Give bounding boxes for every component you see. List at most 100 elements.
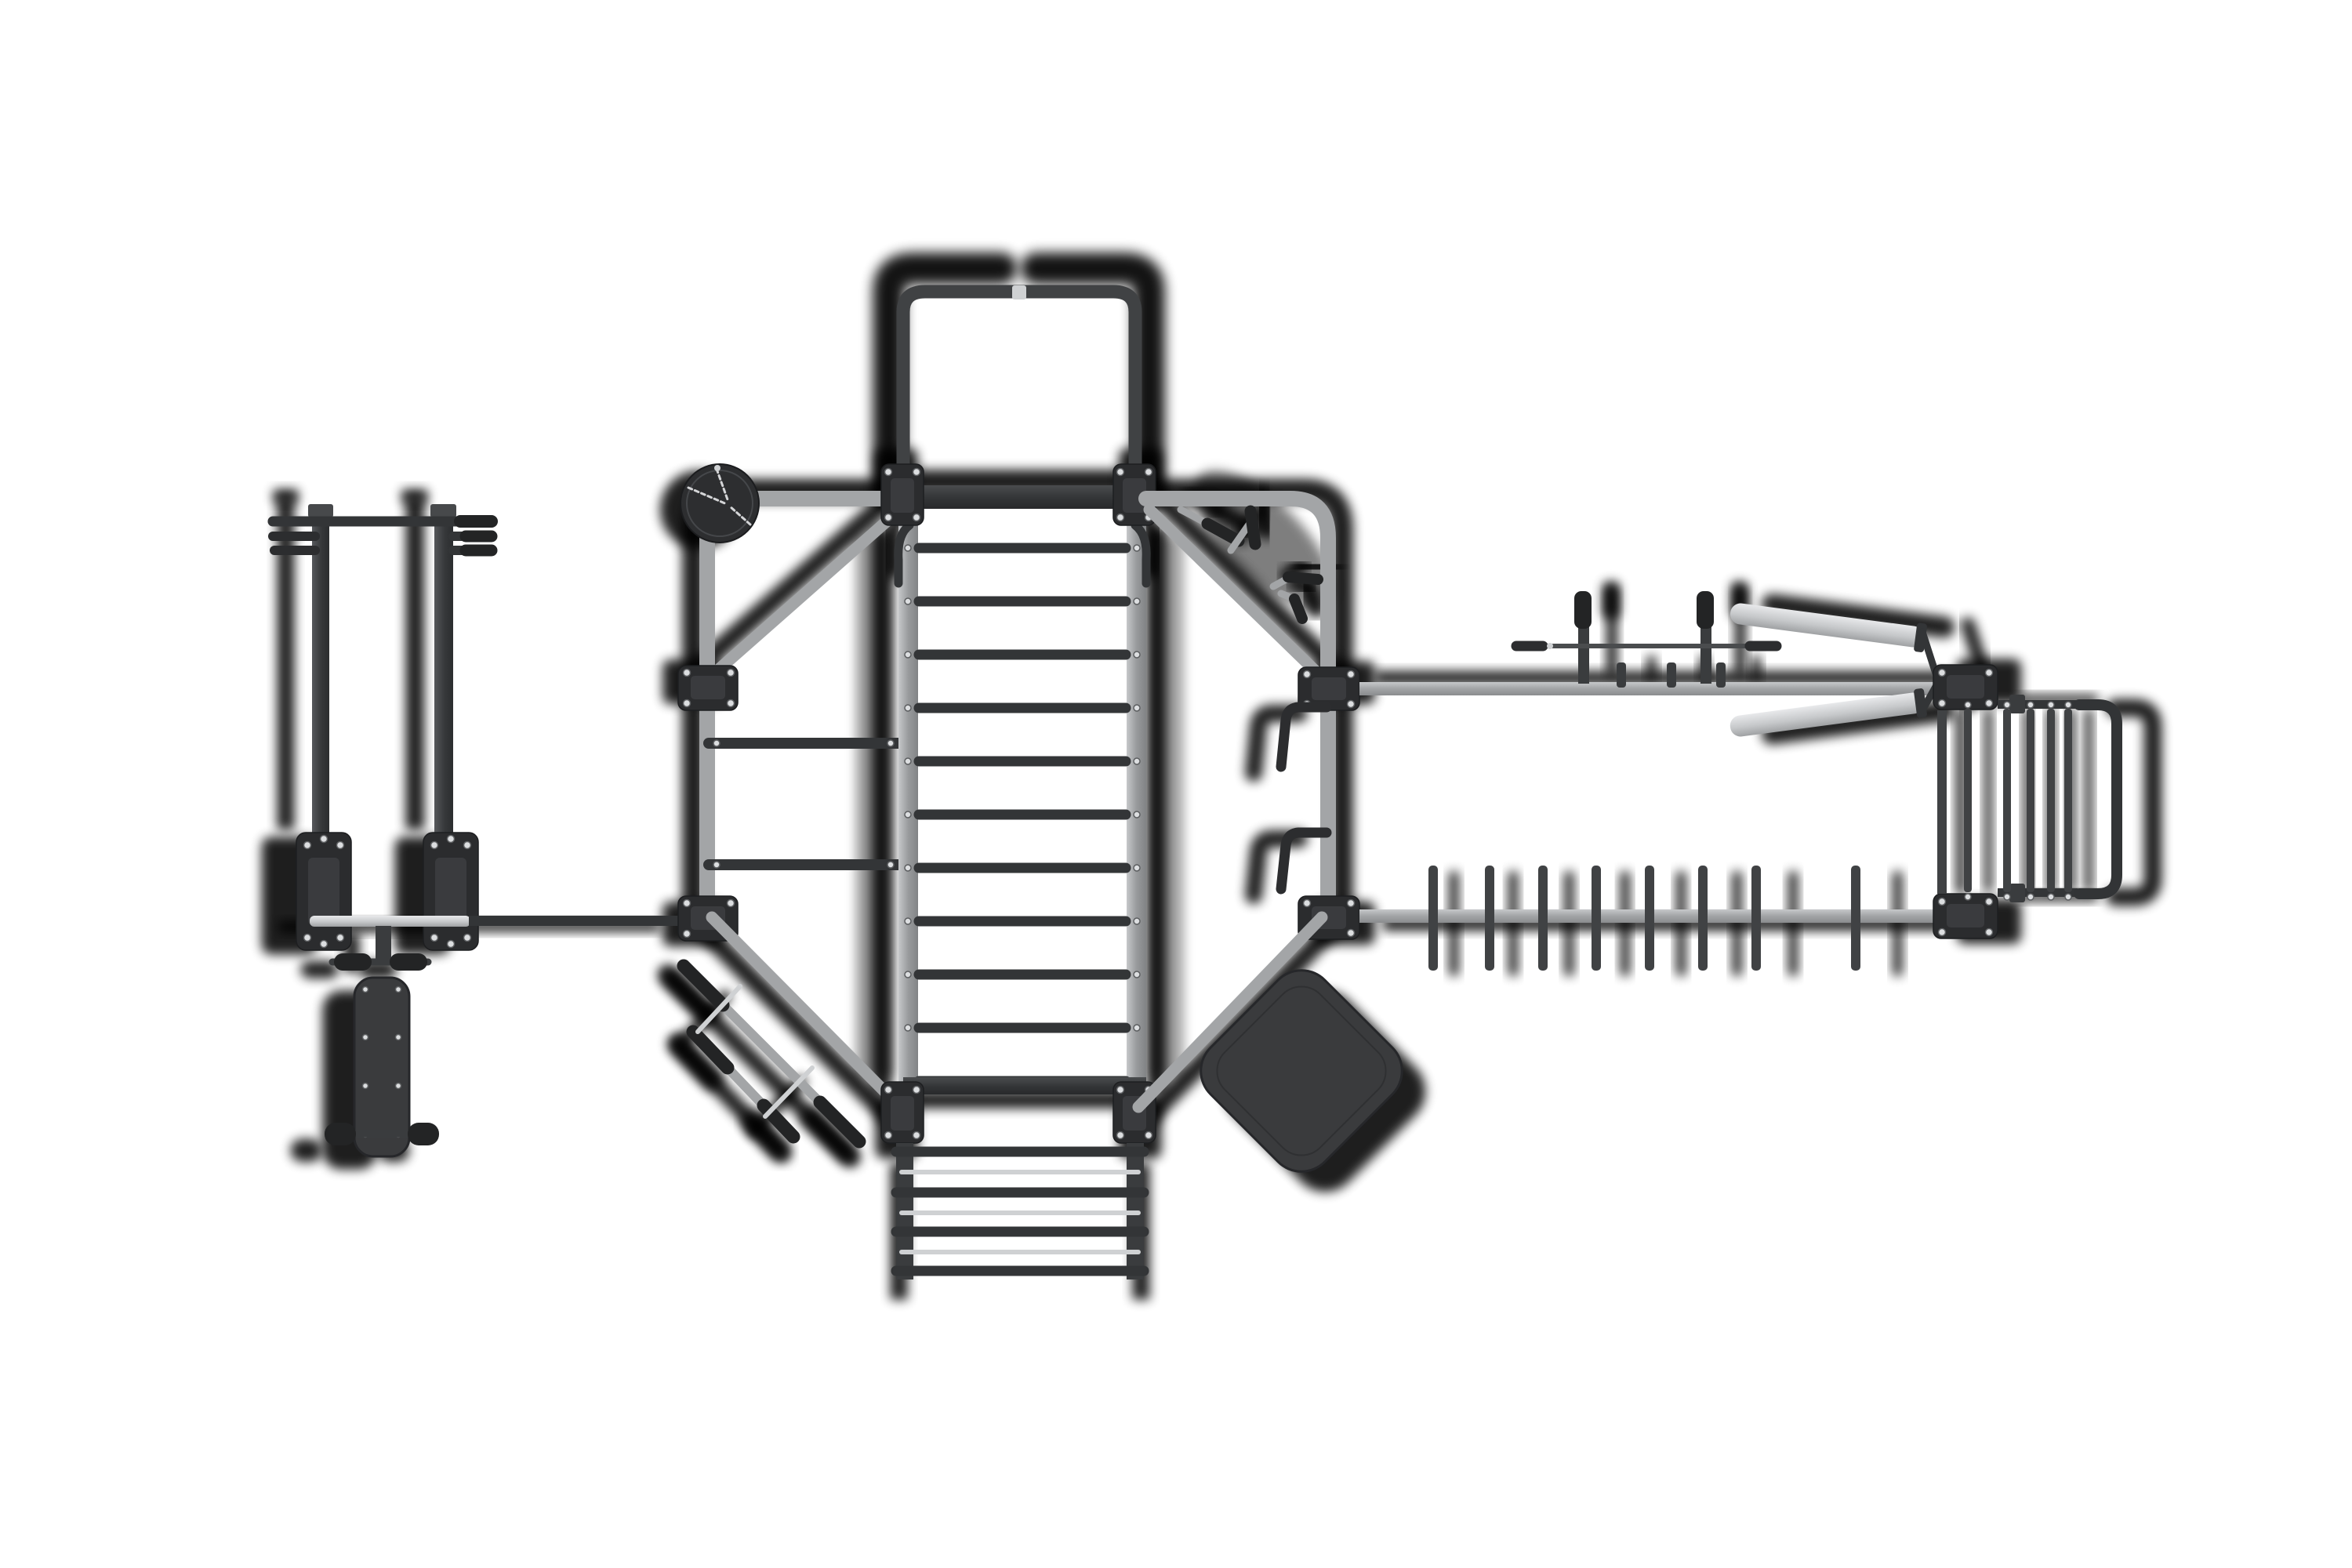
frame-brace-bottom-left bbox=[706, 911, 906, 1113]
bench-roller-bottom-right bbox=[408, 1123, 439, 1145]
end-ladder-bar-3 bbox=[2027, 709, 2034, 892]
frame-plate-bottom-left-bolts-2 bbox=[912, 1085, 921, 1094]
fence-bar-3 bbox=[1538, 866, 1548, 971]
parts-layer bbox=[267, 285, 2122, 1279]
parallel-bar-short-grip-a-shadow bbox=[667, 1033, 723, 1091]
end-block-top bbox=[2009, 695, 2025, 713]
barbell-collar bbox=[1547, 643, 1553, 649]
end-strip-top bbox=[1998, 700, 2078, 709]
roller-cylinder-top bbox=[1730, 603, 1924, 648]
fence-bar-7 bbox=[1751, 866, 1761, 971]
end-link-post-shadow bbox=[1956, 710, 1965, 894]
tower-base-plate-right-bolts-2 bbox=[463, 840, 472, 850]
bench-pad-bolts-6 bbox=[394, 1082, 402, 1090]
end-plate-top-bolts-2 bbox=[1984, 668, 1994, 677]
frame-plate-left-top-gusset bbox=[691, 676, 725, 699]
tower-post-right bbox=[434, 504, 453, 837]
frame-plate-right-bottom-bolts-2 bbox=[1346, 898, 1356, 908]
frame-plate-right-bottom-bolts-4 bbox=[1346, 928, 1356, 938]
frame-plate-top-left-bolts-4 bbox=[912, 513, 921, 522]
bench-roller-bottom-left-shadow bbox=[290, 1138, 322, 1162]
fence-bar-1 bbox=[1428, 866, 1438, 971]
rack-upright-left-grip bbox=[1574, 591, 1592, 629]
tower-post-left-collar bbox=[308, 504, 333, 517]
frame-brace-bottom-right bbox=[1132, 911, 1328, 1113]
bench-roller-top-left-shadow bbox=[300, 960, 339, 978]
frame-corner-top-right bbox=[1138, 491, 1336, 924]
frame-plate-bottom-left-gusset bbox=[891, 1096, 914, 1131]
frame-plate-bottom-left-bolts-1 bbox=[884, 1085, 893, 1094]
ladder-rung-bolts-13 bbox=[904, 864, 912, 872]
tower-base-plate-right-bolts-4 bbox=[463, 933, 472, 942]
bench-roller-top-left bbox=[334, 953, 372, 971]
end-bracket bbox=[2074, 699, 2122, 899]
fence-bar-8-shadow bbox=[1893, 871, 1903, 977]
frame-brace-top-left bbox=[709, 503, 906, 679]
fence-bar-4-shadow bbox=[1620, 871, 1630, 977]
end-ladder-bar-4 bbox=[2047, 709, 2055, 892]
ladder-rung-bolts-7 bbox=[904, 704, 912, 712]
end-ladder-bar-1-shadow bbox=[1984, 709, 1992, 892]
fence-bar-6 bbox=[1698, 866, 1708, 971]
end-plate-bottom-gusset bbox=[1947, 904, 1984, 927]
tower-base-plate-right-bolts-1 bbox=[430, 840, 439, 850]
dip-grip-1 bbox=[1201, 517, 1245, 547]
frame-plate-left-top-bolts-3 bbox=[682, 699, 691, 708]
frame-brace-bottom-left-shadow bbox=[691, 918, 899, 1127]
fence-bar-1-shadow bbox=[1449, 871, 1459, 977]
end-ladder-bolts-9 bbox=[2047, 893, 2055, 901]
end-plate-top-bolts-3 bbox=[1937, 699, 1947, 708]
frame-plate-right-top-bolts-2 bbox=[1346, 670, 1356, 679]
shadow-layer bbox=[228, 252, 2162, 1303]
frame-plate-left-top-bolts-2 bbox=[726, 668, 735, 677]
frame-brace-top-left-shadow bbox=[695, 489, 899, 672]
tower-base-plate-left-bolts-5 bbox=[319, 834, 328, 844]
ladder-ao-right bbox=[1149, 536, 1184, 1077]
j-hook-lower-shadow bbox=[1245, 830, 1308, 904]
ladder-rung-bolts-14 bbox=[1133, 864, 1141, 872]
tower-base-plate-right-bolts-6 bbox=[446, 939, 456, 949]
bench-roller-top-right bbox=[390, 953, 427, 971]
roller-cylinder-bottom bbox=[1730, 692, 1924, 737]
rack-upright-right-grip bbox=[1697, 591, 1714, 629]
end-ladder-bolts-5 bbox=[2064, 701, 2072, 709]
ladder-bottom-beam bbox=[903, 1077, 1146, 1094]
tower-base-plate-right-gusset bbox=[435, 858, 466, 925]
hoop-connector bbox=[1012, 285, 1026, 299]
end-link-post bbox=[1937, 710, 1947, 894]
tower-base-plate-left-bolts-4 bbox=[336, 933, 345, 942]
end-plate-top-bolts-4 bbox=[1984, 699, 1994, 708]
ladder-rung-bolts-12 bbox=[1133, 811, 1141, 818]
frame-plate-top-right-bolts-2 bbox=[1144, 467, 1153, 477]
ladder-rail-left bbox=[898, 521, 918, 1087]
dip-grip-2 bbox=[1244, 505, 1261, 550]
row-bar-bolts-3 bbox=[713, 861, 720, 869]
tower-to-frame-link-bar bbox=[469, 916, 682, 926]
bench-pad-bolts-3 bbox=[361, 1033, 369, 1041]
frame-plate-right-top-gusset bbox=[1312, 677, 1346, 700]
j-hook-lower bbox=[1276, 827, 1332, 895]
frame-plate-top-right-gusset bbox=[1123, 478, 1146, 513]
tower-post-left bbox=[312, 504, 329, 837]
dip-grip-4 bbox=[1289, 593, 1308, 624]
end-plate-top-bolts-1 bbox=[1937, 668, 1947, 677]
frame-plate-bottom-right-bolts-4 bbox=[1144, 1131, 1153, 1140]
frame-plate-top-right-bolts-1 bbox=[1116, 467, 1125, 477]
punching-bag-rim bbox=[686, 470, 753, 537]
parallel-bar-rod-b bbox=[763, 1065, 815, 1119]
ladder-rung-bolts-11 bbox=[904, 811, 912, 818]
bench-pad-bolts-5 bbox=[361, 1082, 369, 1090]
end-plate-bottom-bolts-4 bbox=[1984, 927, 1994, 937]
frame-plate-right-top-bolts-1 bbox=[1302, 670, 1312, 679]
bench-neck-post bbox=[376, 926, 391, 965]
bag-chain-1 bbox=[715, 467, 730, 503]
fence-bar-5-shadow bbox=[1676, 871, 1686, 977]
frame-plate-left-top-bolts-1 bbox=[682, 668, 691, 677]
ladder-rung-bolts-19 bbox=[904, 1024, 912, 1032]
rack-stub-3-shadow bbox=[1751, 655, 1761, 681]
end-ladder-bolts-3 bbox=[2027, 701, 2034, 709]
ladder-top-beam bbox=[903, 485, 1146, 509]
end-ladder-bolts-2 bbox=[2003, 701, 2011, 709]
frame-plate-left-bottom-bolts-2 bbox=[726, 898, 735, 908]
